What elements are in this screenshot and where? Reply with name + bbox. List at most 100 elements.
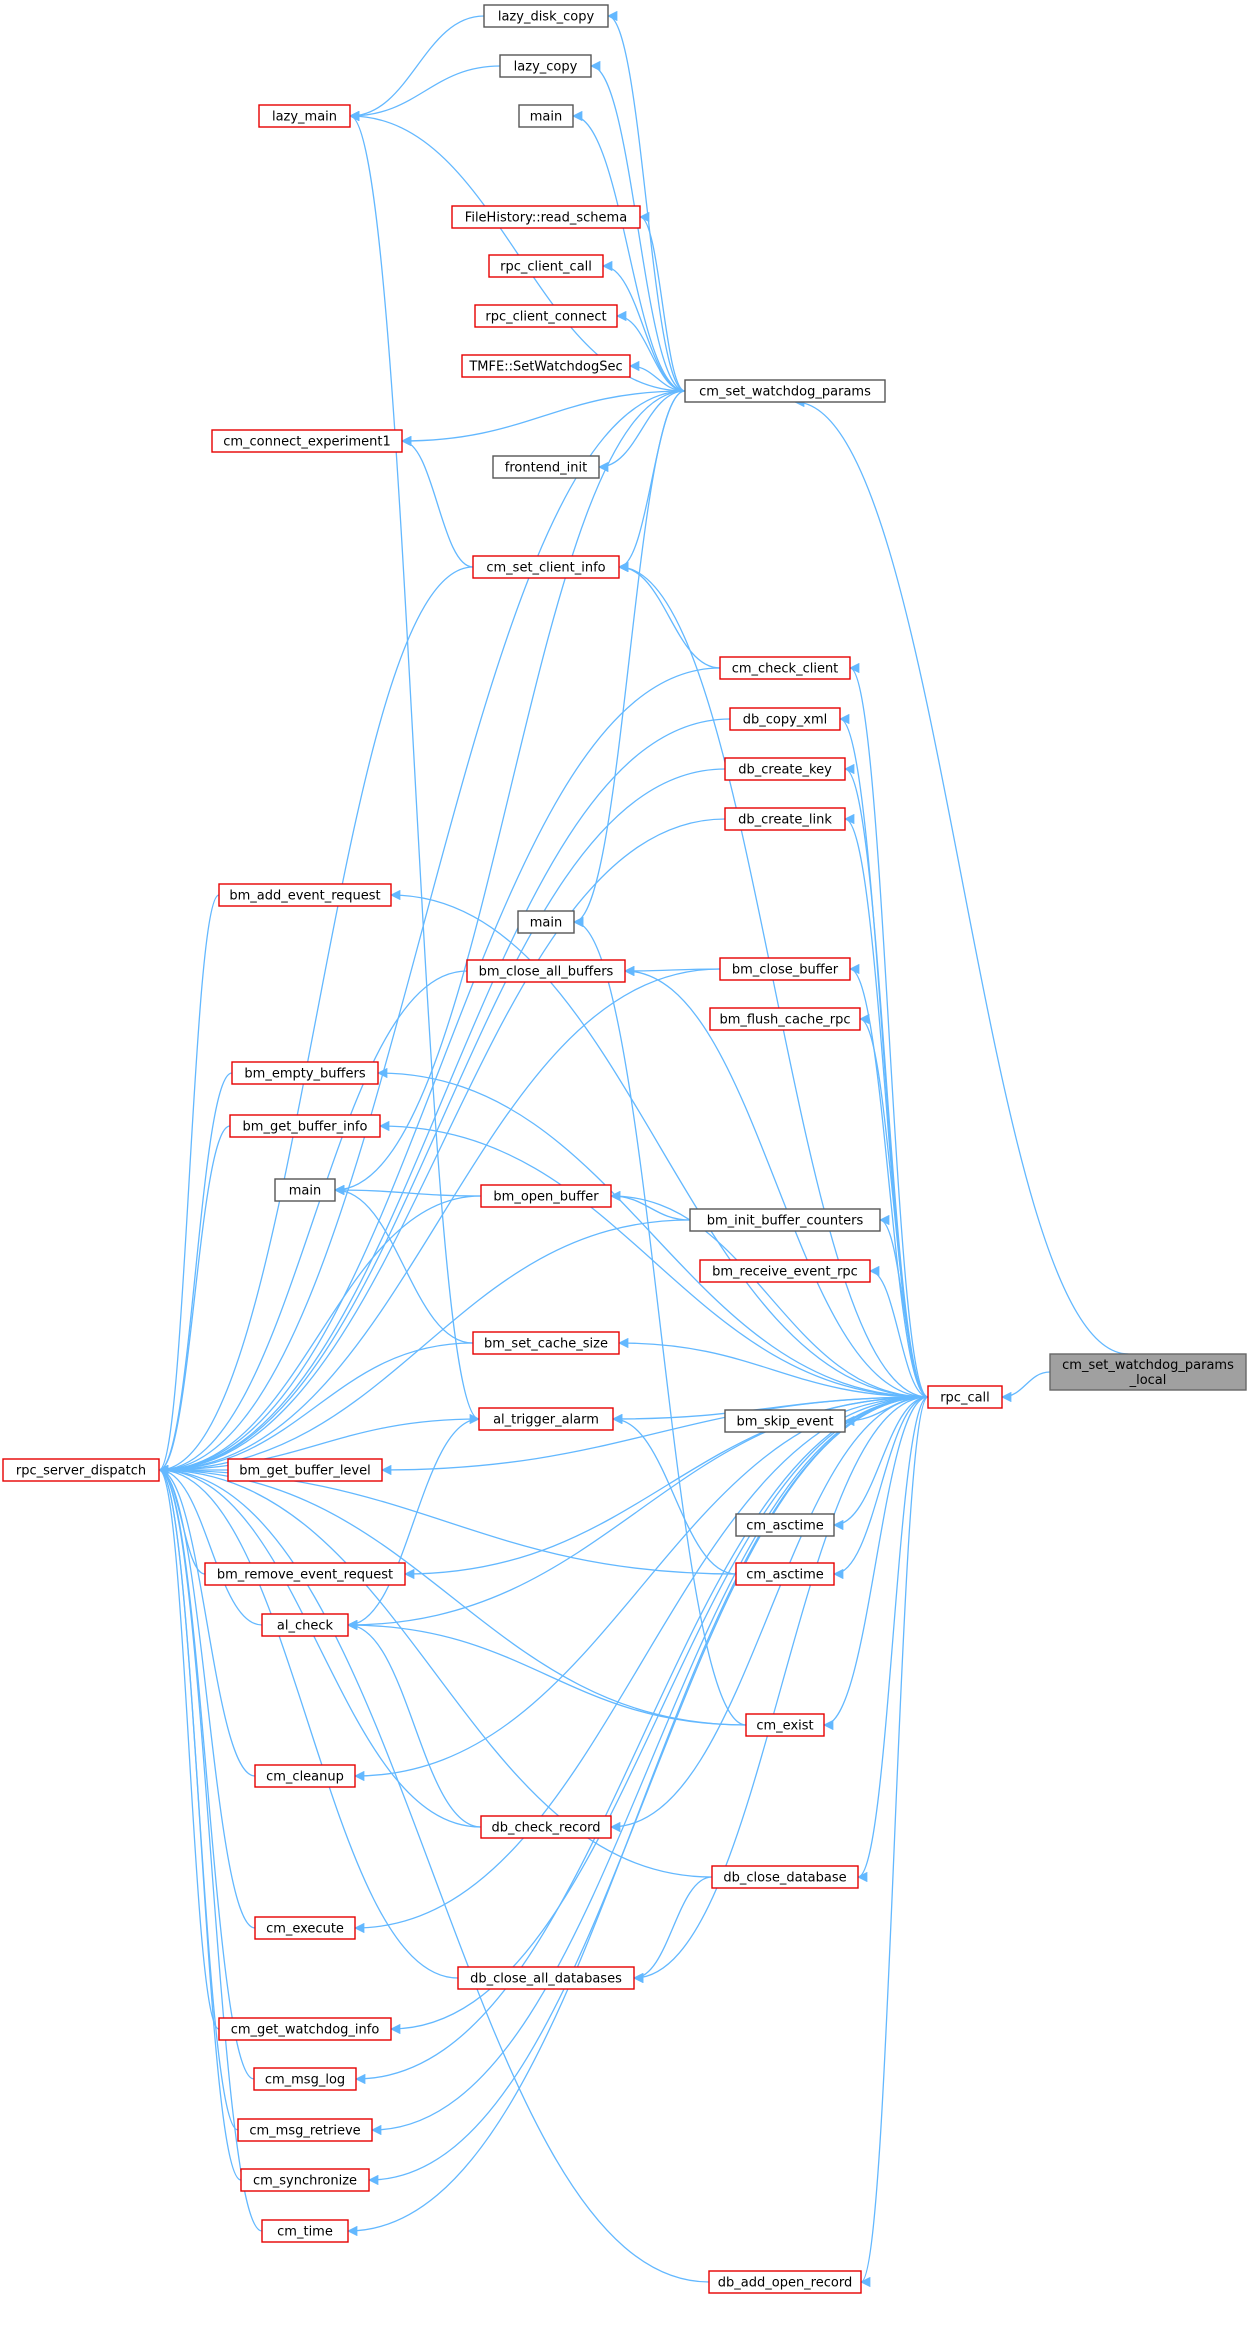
node-cm_synchronize[interactable]: cm_synchronize bbox=[240, 2168, 370, 2192]
node-lazy_disk_copy[interactable]: lazy_disk_copy bbox=[483, 4, 609, 28]
node-box[interactable] bbox=[457, 1966, 635, 1990]
node-cm_execute[interactable]: cm_execute bbox=[254, 1916, 356, 1940]
node-box[interactable] bbox=[258, 104, 351, 128]
node-box[interactable] bbox=[719, 957, 851, 981]
node-cm_msg_retrieve[interactable]: cm_msg_retrieve bbox=[237, 2118, 373, 2142]
node-box[interactable] bbox=[240, 2168, 370, 2192]
node-box[interactable] bbox=[488, 254, 604, 278]
node-bm_empty_buffers[interactable]: bm_empty_buffers bbox=[231, 1061, 379, 1085]
node-box[interactable] bbox=[218, 2017, 392, 2041]
node-db_create_link[interactable]: db_create_link bbox=[724, 807, 846, 831]
node-bm_close_buffer[interactable]: bm_close_buffer bbox=[719, 957, 851, 981]
node-box[interactable] bbox=[708, 2270, 862, 2294]
node-cm_asctime_red[interactable]: cm_asctime bbox=[735, 1562, 835, 1586]
node-cm_cleanup[interactable]: cm_cleanup bbox=[254, 1764, 356, 1788]
node-main_top[interactable]: main bbox=[518, 104, 574, 128]
node-box[interactable] bbox=[699, 1259, 871, 1283]
node-box[interactable] bbox=[451, 205, 641, 229]
node-box[interactable] bbox=[709, 1007, 861, 1031]
node-cm_time[interactable]: cm_time bbox=[261, 2219, 349, 2243]
node-db_check_record[interactable]: db_check_record bbox=[480, 1815, 612, 1839]
node-box[interactable] bbox=[517, 910, 575, 934]
node-cm_set_client_info[interactable]: cm_set_client_info bbox=[472, 555, 620, 579]
node-box[interactable] bbox=[724, 1409, 846, 1433]
node-cm_set_watchdog_params[interactable]: cm_set_watchdog_params bbox=[684, 379, 886, 403]
node-box[interactable] bbox=[466, 959, 626, 983]
node-box[interactable] bbox=[1049, 1353, 1247, 1391]
node-box[interactable] bbox=[684, 379, 886, 403]
node-cm_set_watchdog_params_local[interactable]: cm_set_watchdog_params_local bbox=[1049, 1353, 1247, 1391]
node-main_mid[interactable]: main bbox=[517, 910, 575, 934]
node-bm_get_buffer_info[interactable]: bm_get_buffer_info bbox=[229, 1114, 381, 1138]
node-box[interactable] bbox=[927, 1385, 1003, 1409]
node-box[interactable] bbox=[2, 1458, 160, 1482]
node-bm_flush_cache_rpc[interactable]: bm_flush_cache_rpc bbox=[709, 1007, 861, 1031]
node-al_trigger_alarm[interactable]: al_trigger_alarm bbox=[478, 1407, 614, 1431]
node-box[interactable] bbox=[211, 429, 403, 453]
node-box[interactable] bbox=[735, 1562, 835, 1586]
node-bm_set_cache_size[interactable]: bm_set_cache_size bbox=[472, 1331, 620, 1355]
node-box[interactable] bbox=[253, 2067, 357, 2091]
node-rpc_server_dispatch[interactable]: rpc_server_dispatch bbox=[2, 1458, 160, 1482]
node-box[interactable] bbox=[480, 1815, 612, 1839]
node-tmfe_setwatchdogsec[interactable]: TMFE::SetWatchdogSec bbox=[461, 354, 631, 378]
node-box[interactable] bbox=[231, 1061, 379, 1085]
node-box[interactable] bbox=[711, 1865, 859, 1889]
node-cm_msg_log[interactable]: cm_msg_log bbox=[253, 2067, 357, 2091]
node-box[interactable] bbox=[472, 555, 620, 579]
node-box[interactable] bbox=[229, 1114, 381, 1138]
node-db_add_open_record[interactable]: db_add_open_record bbox=[708, 2270, 862, 2294]
node-box[interactable] bbox=[261, 1613, 349, 1637]
node-box[interactable] bbox=[237, 2118, 373, 2142]
node-bm_remove_event_request[interactable]: bm_remove_event_request bbox=[204, 1562, 406, 1586]
node-bm_receive_event_rpc[interactable]: bm_receive_event_rpc bbox=[699, 1259, 871, 1283]
node-bm_add_event_request[interactable]: bm_add_event_request bbox=[218, 883, 392, 907]
node-bm_skip_event[interactable]: bm_skip_event bbox=[724, 1409, 846, 1433]
node-db_close_database[interactable]: db_close_database bbox=[711, 1865, 859, 1889]
node-bm_get_buffer_level[interactable]: bm_get_buffer_level bbox=[227, 1458, 383, 1482]
node-box[interactable] bbox=[227, 1458, 383, 1482]
node-box[interactable] bbox=[689, 1208, 881, 1232]
node-lazy_main[interactable]: lazy_main bbox=[258, 104, 351, 128]
node-db_close_all_databases[interactable]: db_close_all_databases bbox=[457, 1966, 635, 1990]
node-cm_asctime_black[interactable]: cm_asctime bbox=[735, 1513, 835, 1537]
node-box[interactable] bbox=[204, 1562, 406, 1586]
node-box[interactable] bbox=[729, 707, 841, 731]
node-box[interactable] bbox=[472, 1331, 620, 1355]
node-box[interactable] bbox=[719, 656, 851, 680]
node-rpc_client_call[interactable]: rpc_client_call bbox=[488, 254, 604, 278]
node-rpc_client_connect[interactable]: rpc_client_connect bbox=[474, 304, 618, 328]
node-box[interactable] bbox=[480, 1184, 612, 1208]
node-filehistory_read_schema[interactable]: FileHistory::read_schema bbox=[451, 205, 641, 229]
node-cm_check_client[interactable]: cm_check_client bbox=[719, 656, 851, 680]
node-box[interactable] bbox=[461, 354, 631, 378]
node-box[interactable] bbox=[261, 2219, 349, 2243]
node-db_copy_xml[interactable]: db_copy_xml bbox=[729, 707, 841, 731]
node-bm_close_all_buffers[interactable]: bm_close_all_buffers bbox=[466, 959, 626, 983]
node-cm_exist[interactable]: cm_exist bbox=[745, 1713, 825, 1737]
node-box[interactable] bbox=[218, 883, 392, 907]
node-box[interactable] bbox=[254, 1764, 356, 1788]
node-box[interactable] bbox=[474, 304, 618, 328]
node-box[interactable] bbox=[518, 104, 574, 128]
node-bm_open_buffer[interactable]: bm_open_buffer bbox=[480, 1184, 612, 1208]
node-box[interactable] bbox=[483, 4, 609, 28]
node-frontend_init[interactable]: frontend_init bbox=[492, 455, 600, 479]
node-bm_init_buffer_counters[interactable]: bm_init_buffer_counters bbox=[689, 1208, 881, 1232]
node-box[interactable] bbox=[478, 1407, 614, 1431]
node-box[interactable] bbox=[492, 455, 600, 479]
node-box[interactable] bbox=[735, 1513, 835, 1537]
node-box[interactable] bbox=[254, 1916, 356, 1940]
node-box[interactable] bbox=[745, 1713, 825, 1737]
node-box[interactable] bbox=[724, 807, 846, 831]
node-db_create_key[interactable]: db_create_key bbox=[724, 757, 846, 781]
node-lazy_copy[interactable]: lazy_copy bbox=[499, 54, 592, 78]
node-cm_get_watchdog_info[interactable]: cm_get_watchdog_info bbox=[218, 2017, 392, 2041]
node-box[interactable] bbox=[274, 1178, 336, 1202]
node-cm_connect_experiment1[interactable]: cm_connect_experiment1 bbox=[211, 429, 403, 453]
node-box[interactable] bbox=[499, 54, 592, 78]
node-al_check[interactable]: al_check bbox=[261, 1613, 349, 1637]
node-rpc_call[interactable]: rpc_call bbox=[927, 1385, 1003, 1409]
node-main_low[interactable]: main bbox=[274, 1178, 336, 1202]
node-box[interactable] bbox=[724, 757, 846, 781]
